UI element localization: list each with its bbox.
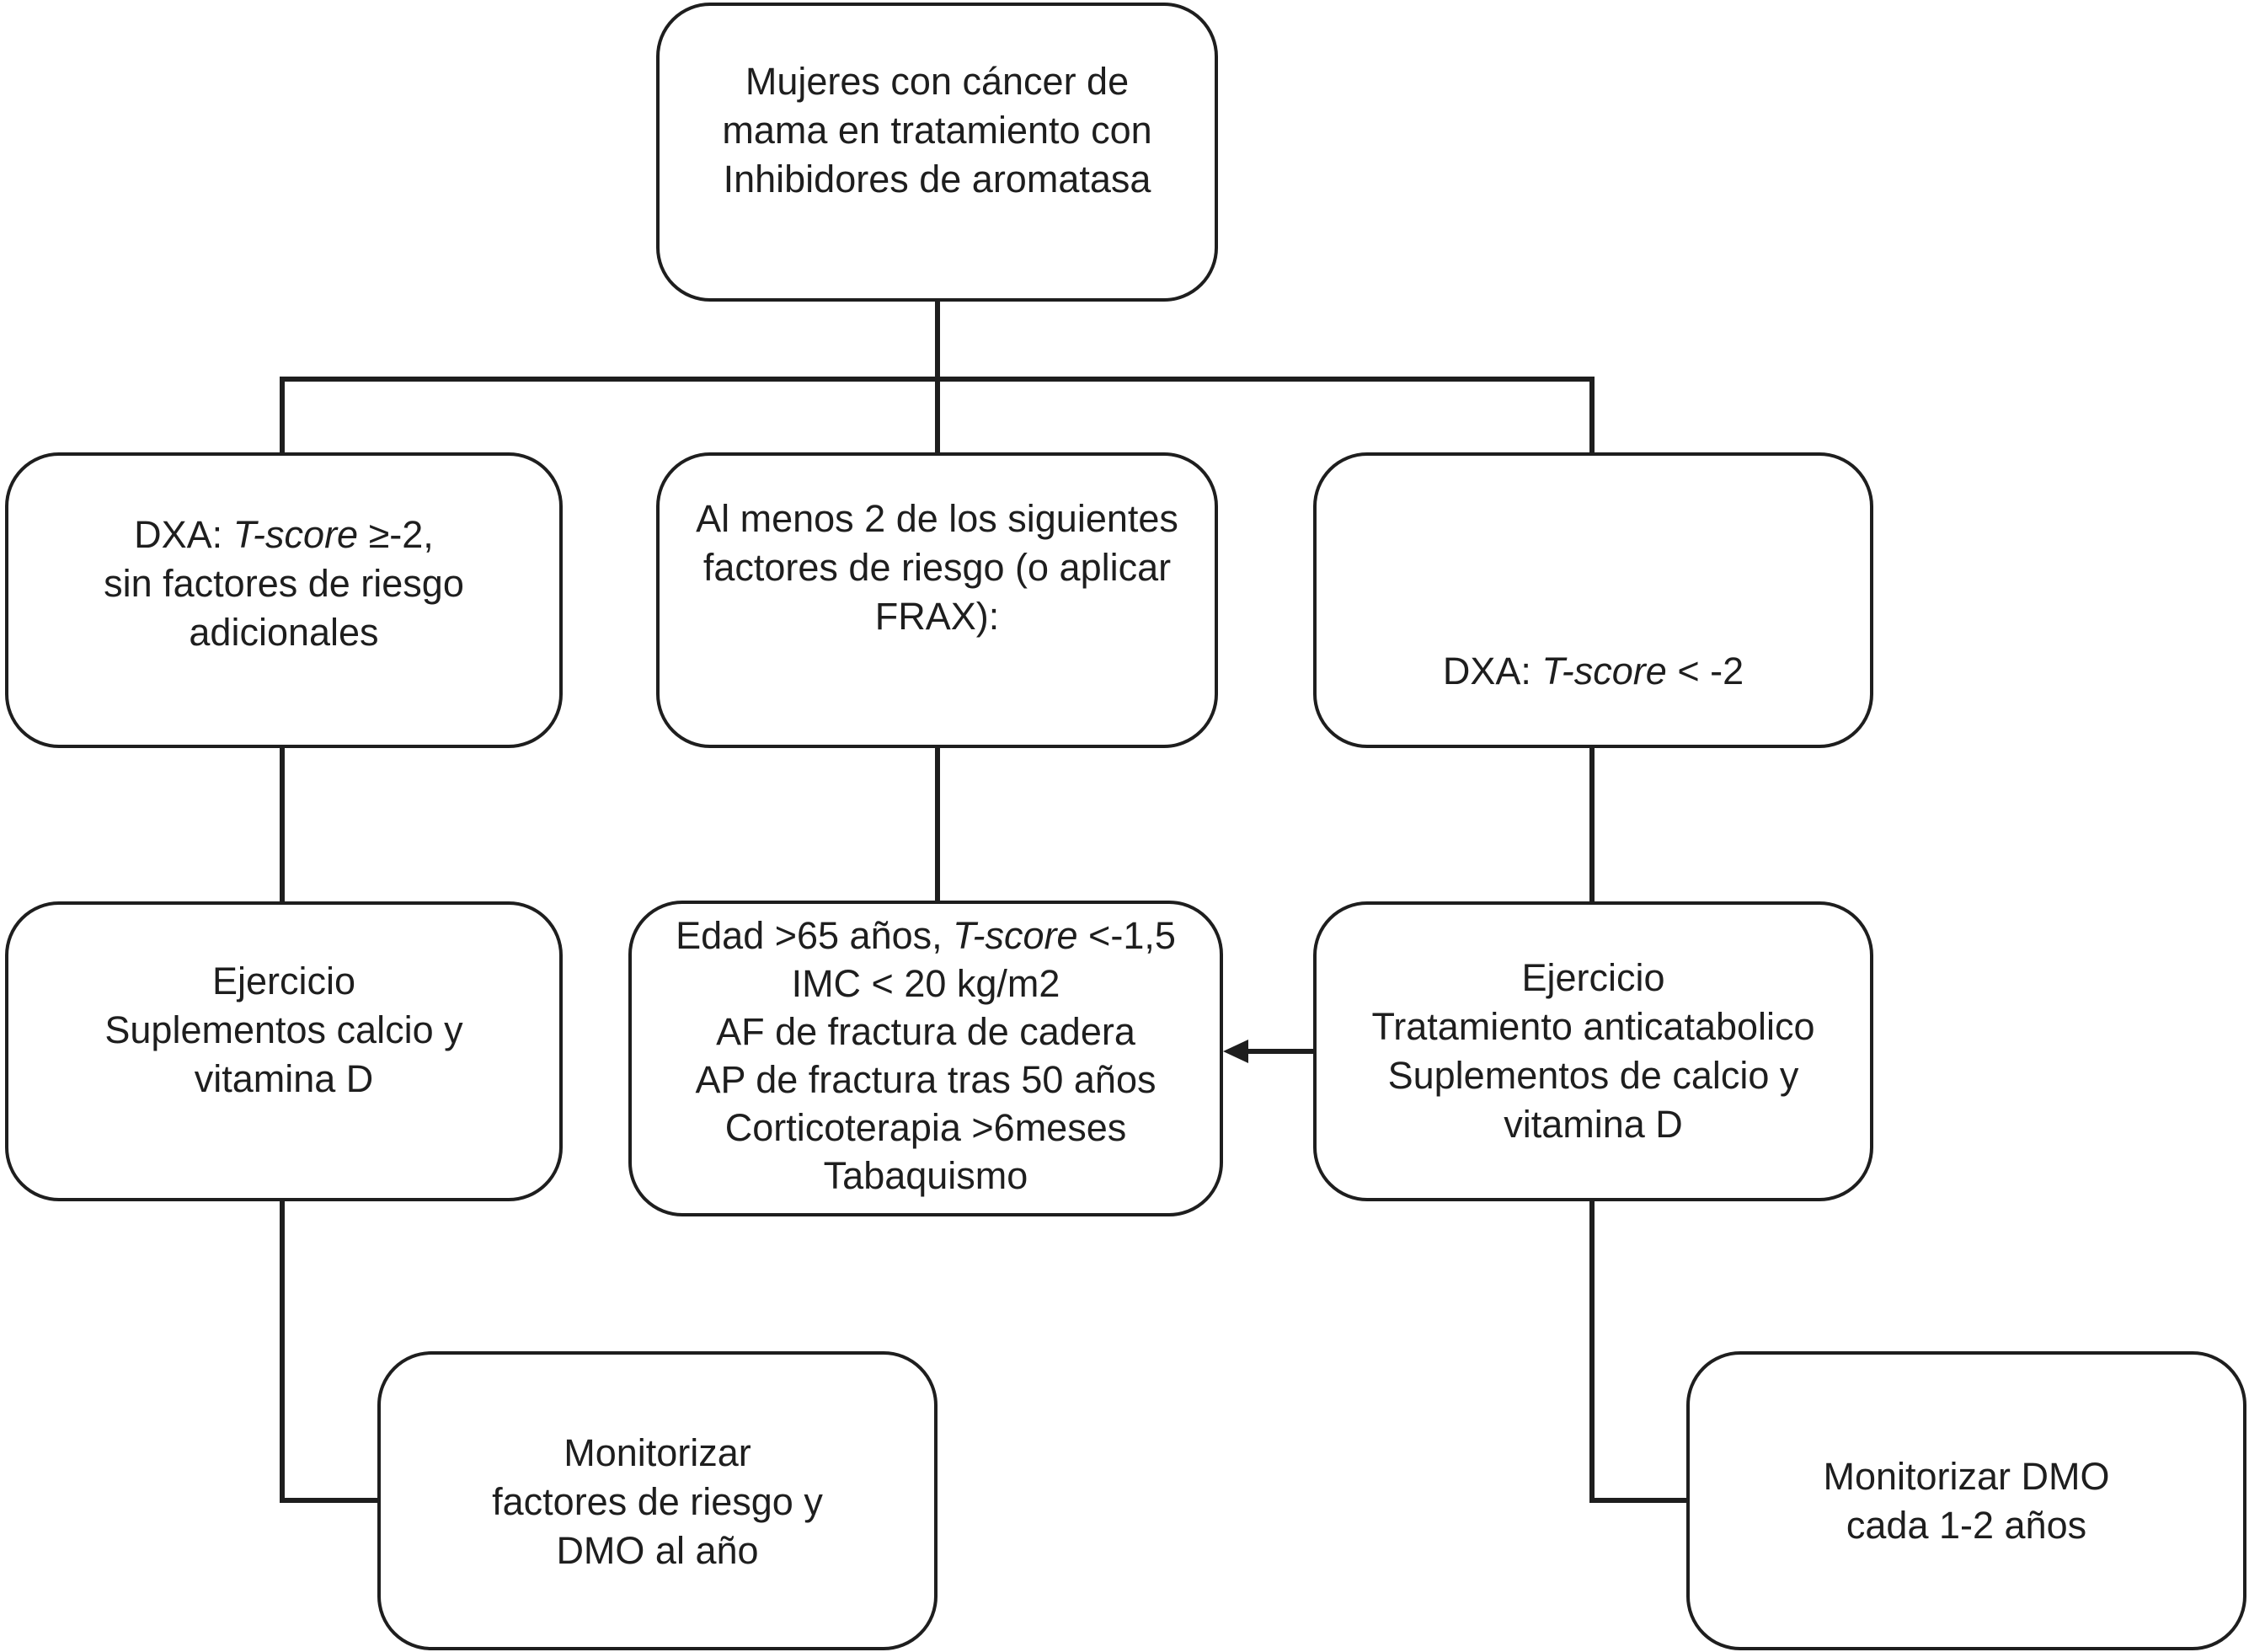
node-start-line: mama en tratamiento con — [722, 106, 1151, 155]
text-run: ≥-2, — [358, 512, 434, 556]
node-right2-line: Tratamiento anticatabolico — [1371, 1002, 1814, 1051]
node-mid1-line: Al menos 2 de los siguientes — [696, 495, 1178, 543]
node-mid2-line: AF de fractura de cadera — [676, 1008, 1176, 1056]
text-run: cada 1-2 años — [1846, 1503, 2087, 1547]
node-mid1-text: Al menos 2 de los siguientes factores de … — [696, 495, 1178, 641]
edge-left2-left3 — [280, 1199, 380, 1503]
text-run: Suplementos de calcio y — [1387, 1054, 1799, 1097]
italic-term: T-score — [232, 512, 359, 556]
node-left3-text: Monitorizar factores de riesgo y DMO al añ… — [492, 1429, 823, 1575]
node-right3-line: cada 1-2 años — [1823, 1501, 2109, 1550]
node-mid1-line: factores de riesgo (o aplicar — [696, 543, 1178, 592]
node-start-line: Inhibidores de aromatasa — [722, 155, 1151, 204]
node-right1-text: DXA: T-score < -2 — [1443, 647, 1744, 696]
text-run: Edad >65 años, — [676, 913, 954, 957]
node-mid1-line: FRAX): — [696, 592, 1178, 641]
node-left3: Monitorizar factores de riesgo y DMO al añ… — [377, 1351, 938, 1650]
arrowhead — [1223, 1040, 1248, 1063]
text-run: DMO al año — [556, 1528, 759, 1572]
node-right2-line: vitamina D — [1371, 1100, 1814, 1149]
node-left1-line: adicionales — [104, 608, 464, 657]
text-run: Mujeres con cáncer de — [745, 59, 1130, 103]
node-start-line: Mujeres con cáncer de — [722, 57, 1151, 106]
node-right1-line: DXA: T-score < -2 — [1443, 647, 1744, 696]
node-mid2-line: Edad >65 años, T-score <-1,5 — [676, 912, 1176, 960]
node-mid1: Al menos 2 de los siguientes factores de … — [656, 452, 1218, 748]
node-mid2-line: IMC < 20 kg/m2 — [676, 960, 1176, 1008]
text-run: Al menos 2 de los siguientes — [696, 496, 1178, 540]
text-run: vitamina D — [194, 1057, 374, 1100]
text-run: FRAX): — [874, 594, 1000, 638]
text-run: sin factores de riesgo — [104, 561, 464, 605]
text-run: IMC < 20 kg/m2 — [791, 961, 1060, 1005]
node-left2-line: Suplementos calcio y — [104, 1006, 462, 1055]
text-run: adicionales — [189, 610, 379, 654]
node-left3-line: DMO al año — [492, 1526, 823, 1575]
text-run: vitamina D — [1504, 1103, 1683, 1146]
node-start-text: Mujeres con cáncer de mama en tratamiento… — [722, 57, 1151, 204]
text-run: factores de riesgo (o aplicar — [702, 545, 1172, 589]
text-run: Ejercicio — [1521, 956, 1665, 999]
edge-start-branch — [280, 299, 1595, 455]
node-mid2-line: Corticoterapia >6meses — [676, 1104, 1176, 1152]
node-left3-line: factores de riesgo y — [492, 1478, 823, 1526]
text-run: Corticoterapia >6meses — [724, 1105, 1127, 1149]
node-start: Mujeres con cáncer de mama en tratamiento… — [656, 3, 1218, 302]
node-left2-line: vitamina D — [104, 1055, 462, 1104]
text-run: Ejercicio — [211, 960, 356, 1002]
text-run: AP de fractura tras 50 años — [695, 1057, 1157, 1101]
text-run: <-1,5 — [1077, 913, 1176, 957]
node-right3-line: Monitorizar DMO — [1823, 1452, 2109, 1501]
node-mid2-line: Tabaquismo — [676, 1152, 1176, 1200]
text-run: Monitorizar DMO — [1823, 1454, 2110, 1498]
node-right3: Monitorizar DMO cada 1-2 años — [1686, 1351, 2246, 1650]
text-run: DXA: — [1442, 649, 1542, 692]
node-left2-line: Ejercicio — [104, 957, 462, 1006]
text-run: AF de fractura de cadera — [716, 1009, 1135, 1053]
text-run: mama en tratamiento con — [722, 108, 1152, 152]
node-left3-line: Monitorizar — [492, 1429, 823, 1478]
text-run: factores de riesgo y — [492, 1479, 823, 1523]
italic-term: T-score — [953, 913, 1078, 957]
node-mid2-line: AP de fractura tras 50 años — [676, 1056, 1176, 1104]
text-run: Tabaquismo — [823, 1153, 1028, 1197]
node-right2-line: Ejercicio — [1371, 954, 1814, 1002]
edge-right2-right3 — [1589, 1199, 1689, 1503]
node-left1-line: sin factores de riesgo — [104, 559, 464, 608]
text-run: Inhibidores de aromatasa — [723, 157, 1151, 200]
text-run: Tratamiento anticatabolico — [1371, 1005, 1815, 1048]
node-right3-text: Monitorizar DMO cada 1-2 años — [1823, 1452, 2109, 1550]
text-run: Suplementos calcio y — [104, 1008, 463, 1051]
node-left1-line: DXA: T-score ≥-2, — [104, 511, 464, 559]
italic-term: T-score — [1541, 649, 1667, 692]
text-run: < -2 — [1666, 649, 1744, 692]
text-run: DXA: — [134, 512, 233, 556]
node-right2-line: Suplementos de calcio y — [1371, 1051, 1814, 1100]
text-run: Monitorizar — [564, 1430, 751, 1474]
node-right1: DXA: T-score < -2 — [1313, 452, 1873, 748]
